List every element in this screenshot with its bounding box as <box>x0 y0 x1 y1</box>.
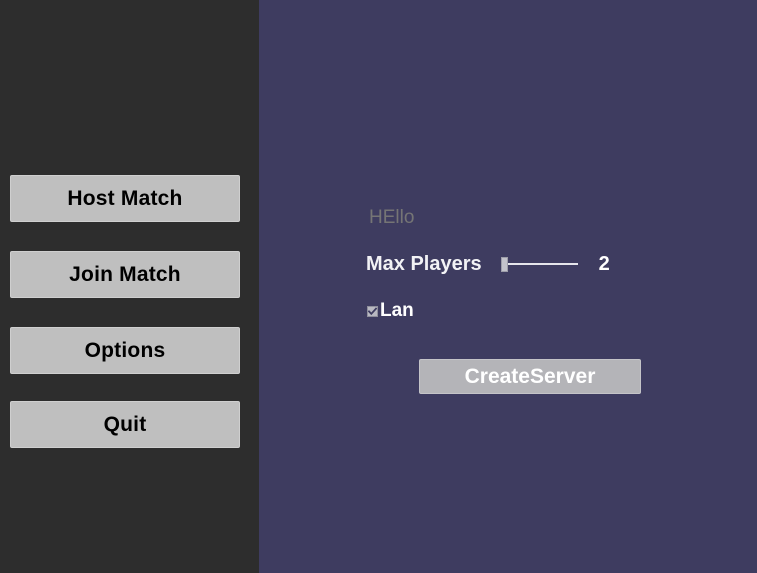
quit-button[interactable]: Quit <box>10 401 240 448</box>
slider-track[interactable] <box>503 263 578 265</box>
main-menu-sidebar: Host Match Join Match Options Quit <box>0 0 259 573</box>
lan-toggle-row[interactable]: Lan <box>367 299 414 323</box>
check-icon <box>368 306 377 315</box>
max-players-row: Max Players 2 <box>366 250 613 278</box>
max-players-slider[interactable] <box>500 254 578 274</box>
host-match-panel: Max Players 2 Lan CreateServer <box>259 0 757 573</box>
slider-handle[interactable] <box>500 257 508 272</box>
join-match-button[interactable]: Join Match <box>10 251 240 298</box>
lan-label: Lan <box>380 300 414 321</box>
server-name-input[interactable] <box>369 205 659 231</box>
host-match-button[interactable]: Host Match <box>10 175 240 222</box>
max-players-value: 2 <box>598 252 610 275</box>
options-button[interactable]: Options <box>10 327 240 374</box>
lan-checkbox[interactable] <box>367 305 378 317</box>
create-server-button[interactable]: CreateServer <box>419 359 641 394</box>
max-players-label: Max Players <box>366 252 482 275</box>
